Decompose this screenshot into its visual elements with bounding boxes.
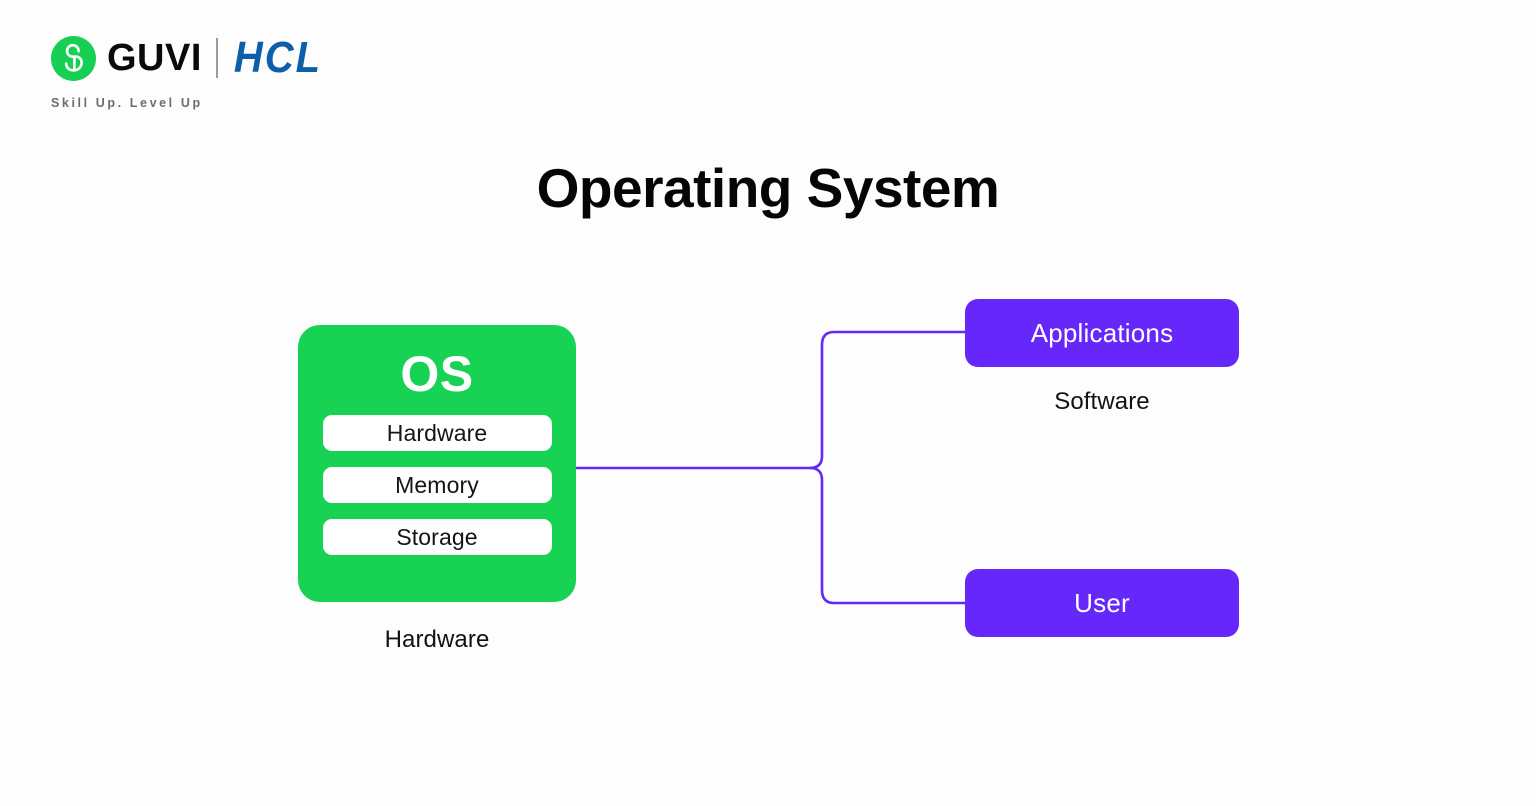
brand-divider: [215, 38, 218, 78]
node-user-label: User: [1074, 587, 1130, 618]
node-applications-label: Applications: [1030, 317, 1174, 348]
brand-tagline: Skill Up. Level Up: [51, 96, 203, 110]
os-pill-storage[interactable]: Storage: [322, 519, 552, 555]
node-user[interactable]: User: [965, 569, 1239, 637]
node-applications[interactable]: Applications: [965, 299, 1239, 367]
os-resource-list: Hardware Memory Storage: [298, 415, 576, 555]
guvi-wordmark: GUVI: [107, 37, 202, 79]
page-title: Operating System: [536, 157, 1000, 219]
os-pill-memory[interactable]: Memory: [322, 467, 552, 503]
caption-software: Software: [1054, 388, 1150, 415]
caption-hardware: Hardware: [384, 626, 490, 653]
os-node-title: OS: [400, 346, 474, 402]
os-pill-hardware[interactable]: Hardware: [322, 415, 552, 451]
brand-lockup: GUVI HCL Skill Up. Level Up: [51, 30, 471, 115]
brand-row: GUVI HCL: [51, 30, 471, 86]
hcl-wordmark: HCL: [233, 34, 323, 82]
guvi-circle-g-icon: [51, 35, 96, 81]
os-node[interactable]: OS Hardware Memory Storage: [298, 325, 576, 602]
